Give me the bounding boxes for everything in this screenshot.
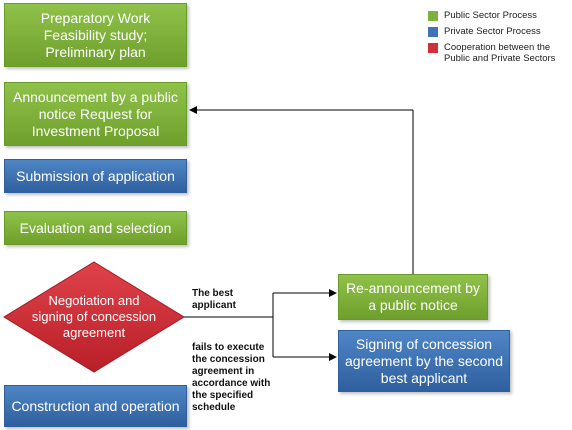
- legend-label-private: Private Sector Process: [444, 26, 541, 37]
- submission-label: Submission of application: [16, 167, 175, 184]
- announcement-label: Announcement by a public notice Request …: [13, 88, 178, 139]
- legend-item-private: Private Sector Process: [428, 26, 568, 37]
- legend-item-cooperation: Cooperation between the Public and Priva…: [428, 42, 570, 64]
- legend-swatch-cooperation: [428, 43, 438, 53]
- reannouncement-box: Re-announcement by a public notice: [338, 274, 488, 320]
- fails-note: fails to execute the concession agreemen…: [192, 342, 271, 413]
- signing-second-box: Signing of concession agreement by the s…: [338, 330, 510, 392]
- evaluation-box: Evaluation and selection: [4, 211, 187, 245]
- construction-label: Construction and operation: [11, 397, 180, 414]
- legend-label-cooperation: Cooperation between the Public and Priva…: [444, 42, 556, 64]
- legend-label-public: Public Sector Process: [444, 10, 537, 21]
- signing-second-label: Signing of concession agreement by the s…: [345, 335, 503, 386]
- preparatory-work-box: Preparatory Work Feasibility study; Prel…: [4, 3, 187, 67]
- best-applicant-note: The best applicant: [192, 288, 236, 311]
- negotiation-label: Negotiation and signing of concession ag…: [31, 293, 157, 340]
- announcement-box: Announcement by a public notice Request …: [4, 82, 187, 146]
- preparatory-work-label: Preparatory Work Feasibility study; Prel…: [40, 9, 151, 60]
- evaluation-label: Evaluation and selection: [19, 219, 172, 236]
- reannouncement-label: Re-announcement by a public notice: [346, 280, 480, 313]
- legend-item-public: Public Sector Process: [428, 10, 568, 21]
- legend-swatch-private: [428, 27, 438, 37]
- construction-box: Construction and operation: [4, 385, 187, 427]
- legend-swatch-public: [428, 11, 438, 21]
- submission-box: Submission of application: [4, 159, 187, 193]
- negotiation-diamond: [3, 261, 185, 373]
